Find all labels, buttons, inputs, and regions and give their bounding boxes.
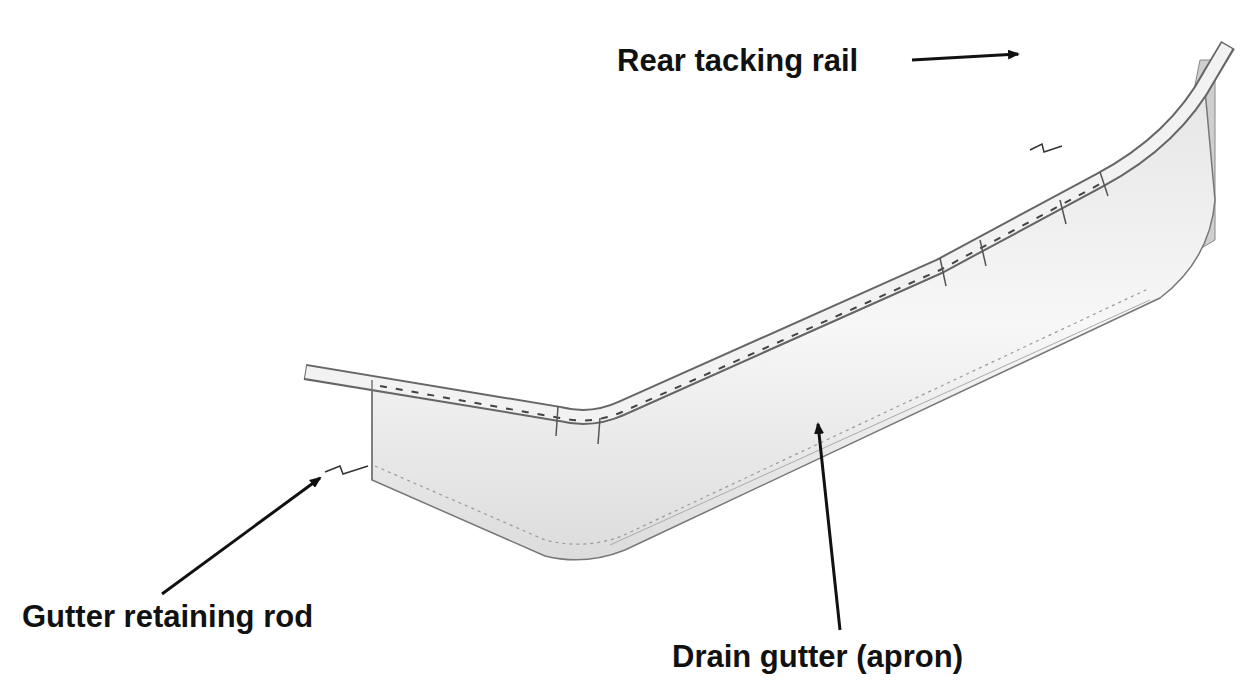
left-edge xyxy=(371,380,373,480)
retaining-rod xyxy=(325,466,368,474)
rail-joints xyxy=(556,172,1108,444)
tacking-rail-outline xyxy=(305,45,1228,417)
leader-arrow xyxy=(912,54,1018,60)
retaining-rod xyxy=(1030,144,1062,152)
part-label: Gutter retaining rod xyxy=(22,600,313,634)
leader-arrow xyxy=(162,478,320,594)
hem-stitch xyxy=(375,288,1150,544)
tacking-rail-face xyxy=(306,46,1227,417)
part-label: Rear tacking rail xyxy=(617,44,858,78)
rail-stitch xyxy=(380,184,1100,420)
band-crease xyxy=(610,300,1150,545)
part-label: Drain gutter (apron) xyxy=(672,640,963,674)
leader-arrow xyxy=(818,424,840,630)
